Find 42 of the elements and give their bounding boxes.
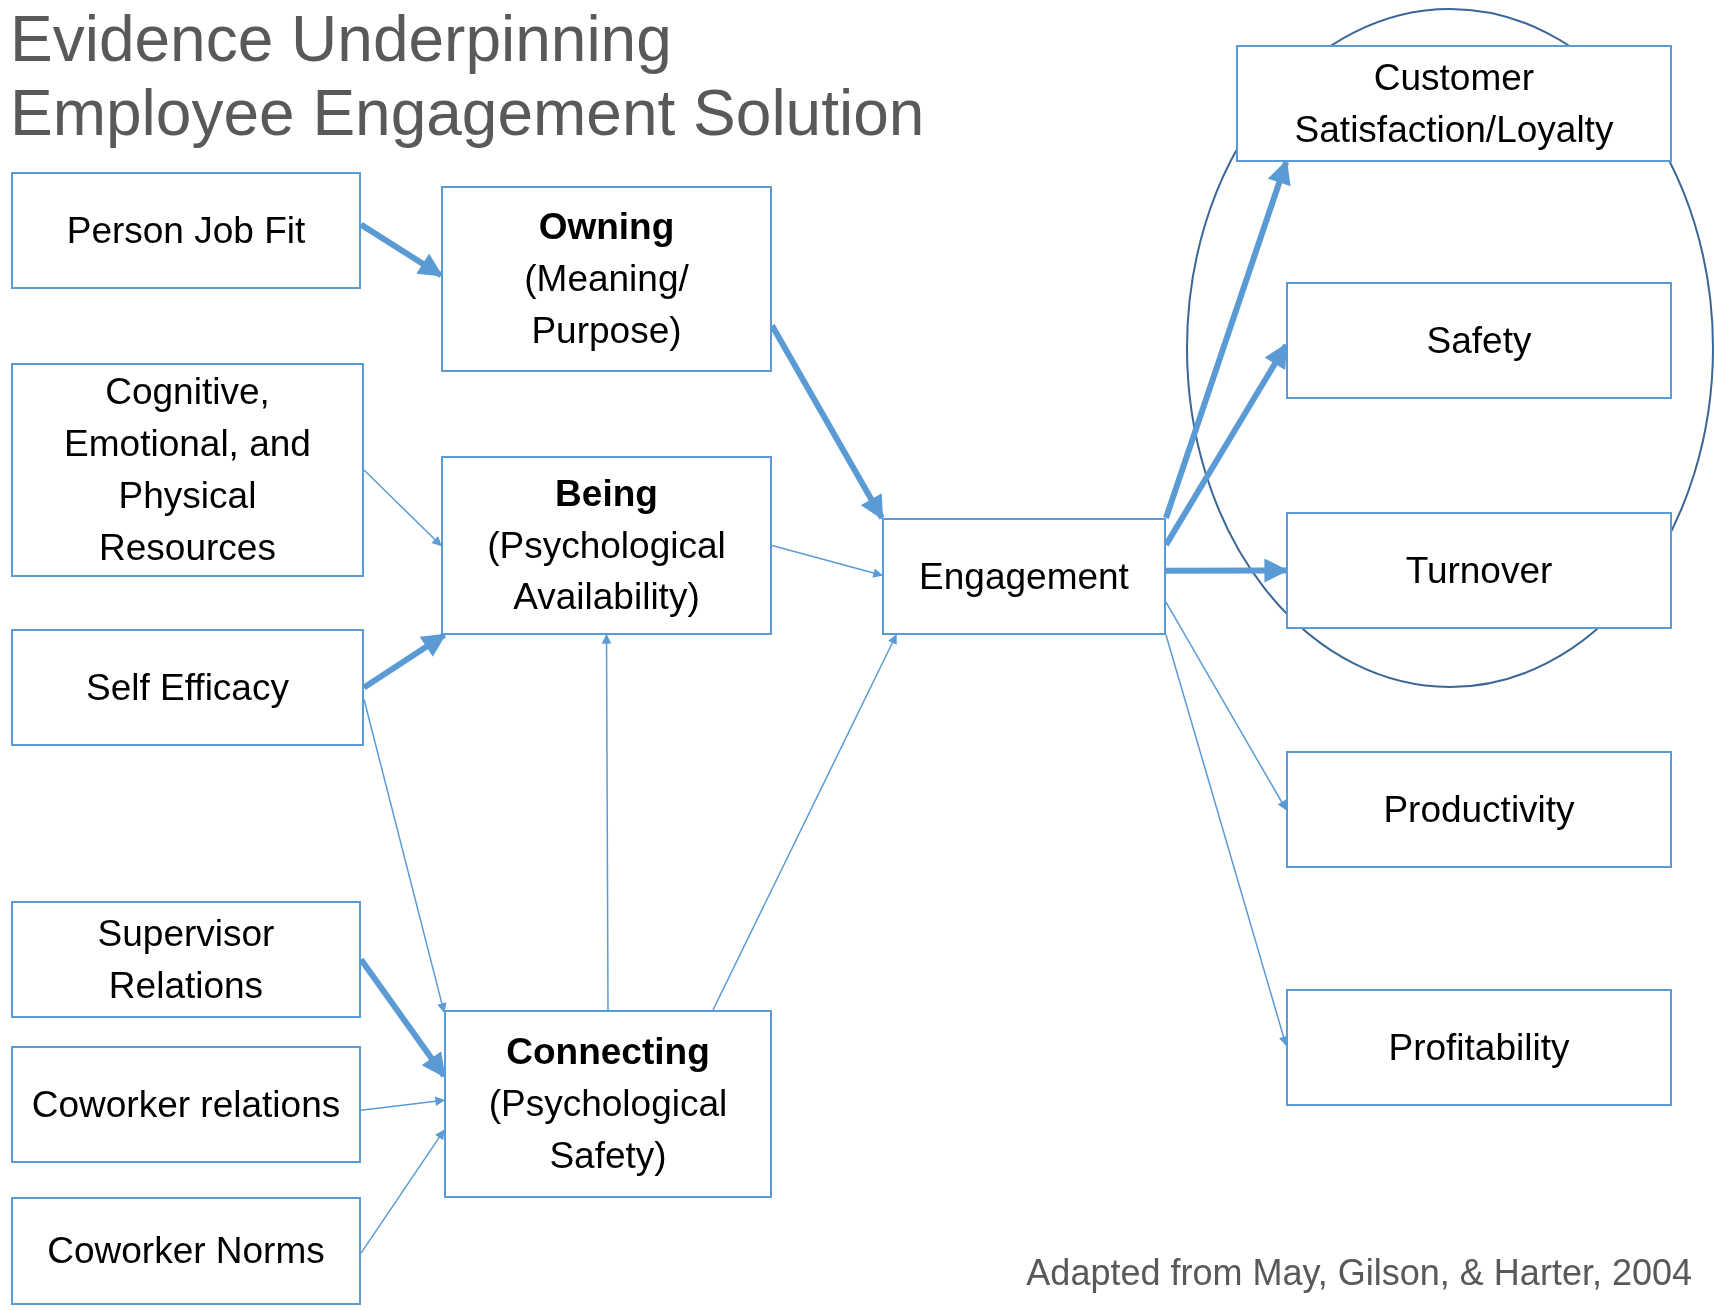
arrow [771,544,883,578]
box-heading: Connecting [506,1030,710,1075]
concept-box [11,363,364,577]
box-text: Customer Satisfaction/Loyalty [1293,55,1615,152]
concept-box [1286,512,1672,629]
concept-box [441,186,772,372]
arrow [363,469,442,547]
box-text: Engagement [919,554,1129,599]
box-text: Productivity [1383,787,1575,832]
box-text: Safety [1426,318,1532,363]
box-text: (Meaning/ Purpose) [523,257,690,353]
concept-box [444,1010,772,1198]
title: Evidence Underpinning Employee Engagement Solution [10,2,926,150]
concept-box [11,172,361,289]
box-text: (Psychological Availability) [486,523,727,620]
box-text: (Psychological Safety) [487,1082,729,1178]
concept-box [441,456,772,635]
box-text: Turnover [1405,548,1553,593]
concept-box [11,901,361,1018]
box-heading: Owning [538,205,675,250]
arrow [360,1096,445,1112]
box-text: Supervisor Relations [96,911,276,1008]
box-text: Profitability [1388,1025,1570,1070]
arrow [712,634,897,1011]
box-text: Coworker Norms [47,1229,325,1274]
concept-box [11,1197,361,1305]
box-text: Cognitive, Emotional, and Physical Resources [63,370,312,570]
concept-box [882,518,1166,635]
concept-box [11,1046,361,1163]
concept-box [1286,282,1672,399]
arrow [601,634,612,1011]
box-text: Self Efficacy [86,665,289,710]
box-text: Person Job Fit [66,208,306,253]
concept-box [11,629,364,746]
box-text: Coworker relations [31,1082,341,1127]
concept-box [1286,989,1672,1106]
concept-box [1236,45,1672,162]
caption: Adapted from May, Gilson, & Harter, 2004 [1026,1252,1692,1294]
concept-box [1286,751,1672,868]
arrow [1165,601,1287,811]
box-heading: Being [555,471,658,516]
arrow [360,1129,445,1254]
